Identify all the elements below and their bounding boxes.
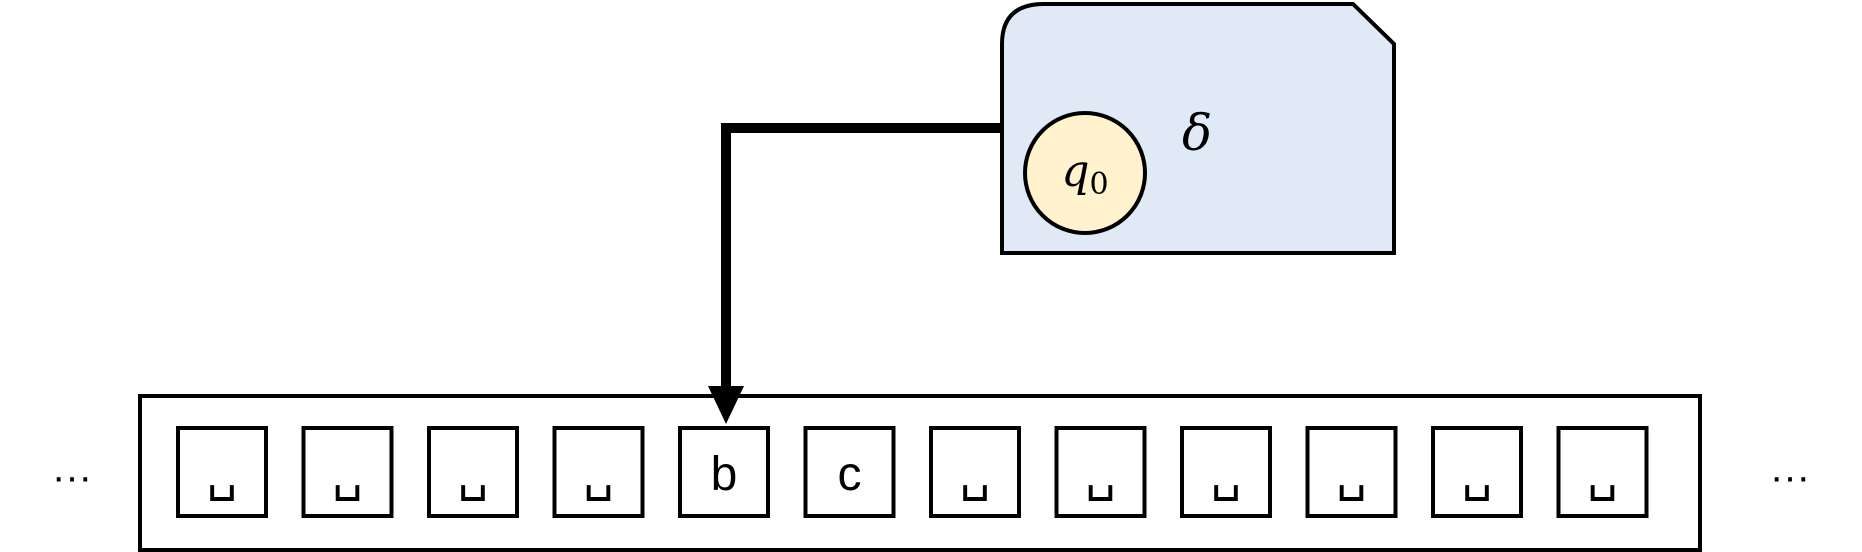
tape-cell-symbol: ␣	[583, 448, 613, 501]
tape-cell-box	[301, 426, 394, 518]
state-label-base: q	[1061, 146, 1089, 197]
tape-cell-box	[1054, 426, 1147, 518]
state-label: q0	[1061, 146, 1108, 202]
head-line	[721, 123, 1002, 392]
tape-cell-box	[803, 426, 896, 518]
tape-cell: ␣	[176, 426, 268, 518]
state-node: q0	[1023, 111, 1147, 235]
tape-cell-symbol: ␣	[960, 448, 990, 501]
head-arrowhead	[708, 386, 744, 424]
tape-right-ellipsis: ···	[1770, 455, 1810, 499]
tape-cell-box	[929, 426, 1021, 518]
tape-cell-symbol: ␣	[458, 448, 488, 501]
tape-cell-symbol: ␣	[207, 448, 237, 501]
tape-left-ellipsis: ···	[52, 455, 92, 499]
tape-cell-box	[176, 426, 268, 518]
tape-cell-box	[1305, 426, 1398, 518]
tape-cell-symbol: b	[711, 448, 738, 501]
tape-cell-box	[427, 426, 519, 518]
tape-cell-symbol: ␣	[1085, 448, 1115, 501]
tape-cell: ␣	[1431, 426, 1523, 518]
tape-cell-symbol: ␣	[1336, 448, 1366, 501]
tape-cell: ␣	[1180, 426, 1272, 518]
tape-cell: c	[803, 426, 896, 518]
tape-cell-box	[1180, 426, 1272, 518]
head-connector	[708, 123, 1002, 424]
tape-cell-box	[1431, 426, 1523, 518]
tape-cell-box	[552, 426, 645, 518]
tape-cell-box	[1556, 426, 1649, 518]
tape-frame	[138, 394, 1702, 552]
tape-cell-symbol: ␣	[1462, 448, 1492, 501]
tape-cell-box	[678, 426, 770, 518]
tape-cell: ␣	[301, 426, 394, 518]
tape-cell-symbol: ␣	[1587, 448, 1617, 501]
tape-cell-symbol: c	[838, 448, 862, 501]
control-unit: δ q0	[1000, 1, 1396, 255]
tape-cell: ␣	[1305, 426, 1398, 518]
tape-cell-symbol: ␣	[332, 448, 362, 501]
tape-cells: ␣ ␣ ␣ ␣ b c ␣ ␣ ␣ ␣ ␣ ␣	[176, 426, 1649, 518]
tape-cell: ␣	[1556, 426, 1649, 518]
tape: ␣ ␣ ␣ ␣ b c ␣ ␣ ␣ ␣ ␣ ␣ ··· ···	[52, 394, 1810, 552]
tape-cell: ␣	[552, 426, 645, 518]
state-label-subscript: 0	[1090, 167, 1109, 202]
tape-cell-head: b	[678, 426, 770, 518]
tape-cell: ␣	[1054, 426, 1147, 518]
tape-cell: ␣	[427, 426, 519, 518]
tape-cell-symbol: ␣	[1211, 448, 1241, 501]
transition-function-label: δ	[1182, 104, 1212, 162]
tape-cell: ␣	[929, 426, 1021, 518]
state-circle	[1023, 111, 1147, 235]
